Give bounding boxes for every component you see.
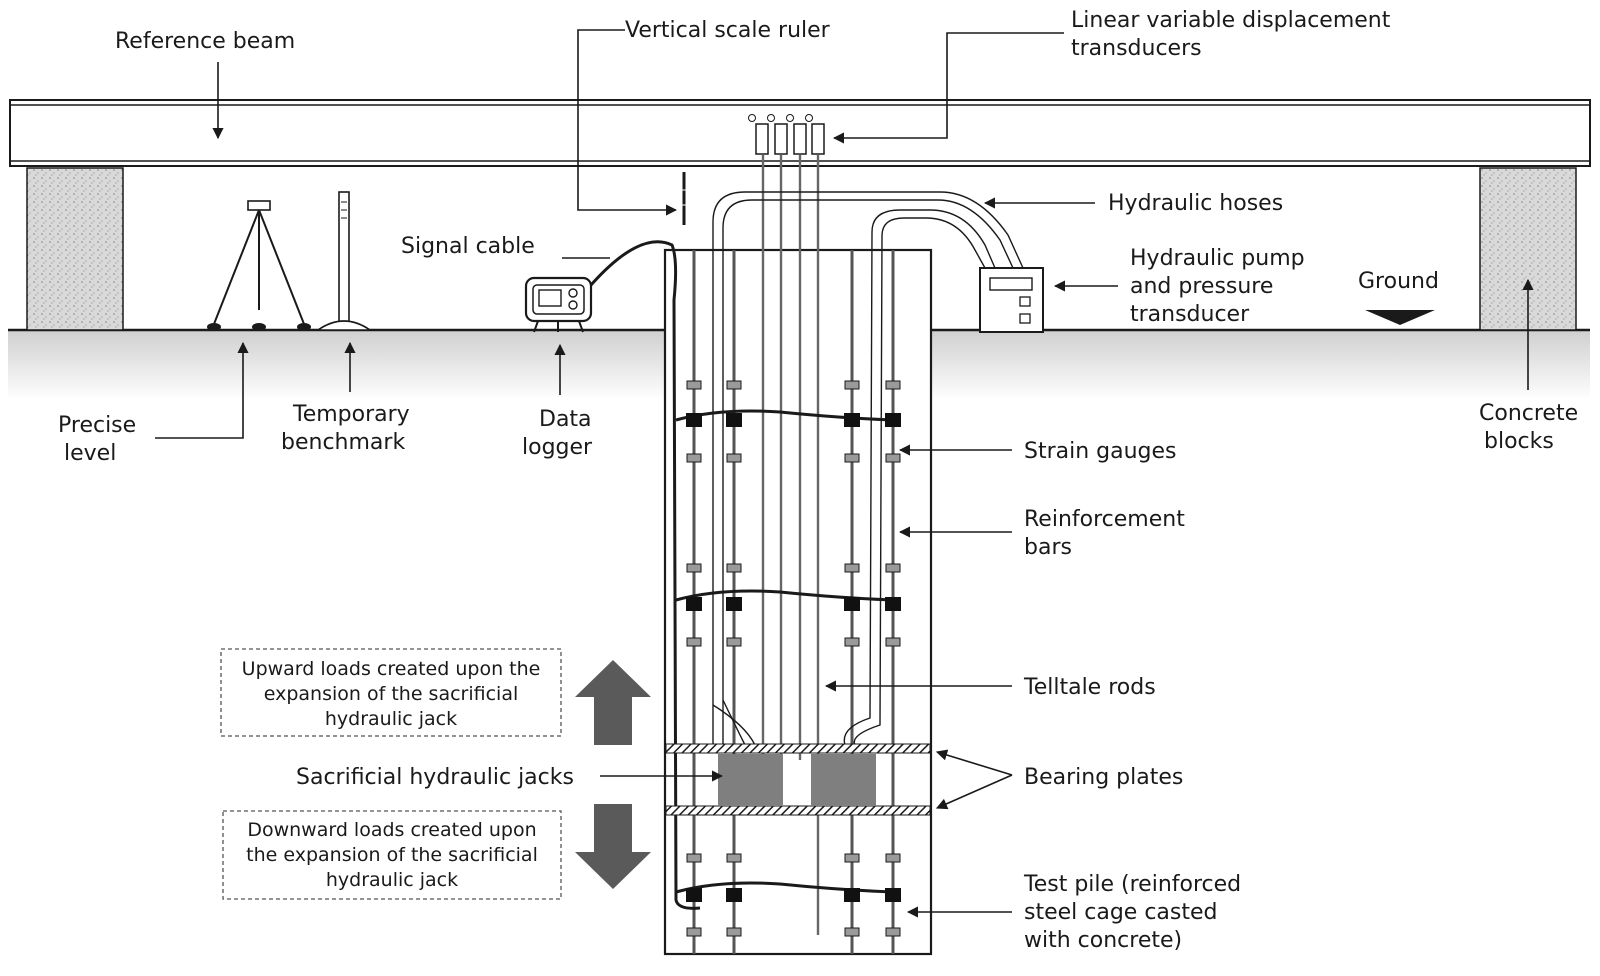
label-precise-level-line1: Precise — [58, 413, 136, 438]
bar-coupler — [686, 637, 702, 647]
bar-coupler — [844, 853, 860, 863]
strain-gauge-icon — [885, 888, 901, 902]
strain-gauges — [686, 380, 901, 937]
bar-coupler — [885, 453, 901, 463]
bearing-plates — [665, 743, 931, 816]
label-test-pile-line3: with concrete) — [1024, 928, 1182, 953]
label-upward-line1: Upward loads created upon the — [242, 658, 541, 680]
hydraulic-hoses — [712, 191, 1024, 746]
downward-load-arrow-icon — [575, 804, 651, 889]
label-upward-line2: expansion of the sacrificial — [264, 683, 519, 705]
label-downward-line3: hydraulic jack — [326, 869, 458, 891]
strain-gauge-icon — [686, 413, 702, 427]
bar-coupler — [844, 637, 860, 647]
bar-coupler — [686, 927, 702, 937]
label-downward-line2: the expansion of the sacrificial — [246, 844, 538, 866]
bar-coupler — [686, 380, 702, 390]
strain-gauge-icon — [726, 597, 742, 611]
strain-gauge-icon — [686, 597, 702, 611]
label-pump-line2: and pressure — [1130, 274, 1273, 299]
lvdt-sensors — [748, 114, 825, 155]
vertical-scale-ruler — [682, 172, 687, 225]
bar-coupler — [885, 563, 901, 573]
bar-coupler — [686, 453, 702, 463]
bar-coupler — [844, 563, 860, 573]
label-reinforcement-bars-line2: bars — [1024, 535, 1072, 560]
label-temp-benchmark-line1: Temporary — [292, 402, 410, 427]
label-concrete-blocks-line1: Concrete — [1479, 401, 1578, 426]
hydraulic-pump-icon — [979, 267, 1044, 333]
label-pump-line1: Hydraulic pump — [1130, 246, 1305, 271]
label-downward-line1: Downward loads created upon — [247, 819, 536, 841]
bar-coupler — [726, 927, 742, 937]
label-data-logger-line1: Data — [539, 407, 592, 432]
label-upward-line3: hydraulic jack — [325, 708, 457, 730]
label-ground: Ground — [1358, 269, 1439, 294]
strain-gauge-icon — [885, 413, 901, 427]
strain-gauge-icon — [686, 888, 702, 902]
label-test-pile-line1: Test pile (reinforced — [1023, 872, 1241, 897]
label-data-logger-line2: logger — [522, 435, 593, 460]
label-strain-gauges: Strain gauges — [1024, 439, 1177, 464]
bar-coupler — [844, 380, 860, 390]
ground-marker-icon — [1365, 310, 1435, 325]
strain-gauge-icon — [844, 597, 860, 611]
upward-load-arrow-icon — [575, 660, 651, 745]
label-bearing-plates: Bearing plates — [1024, 765, 1183, 790]
bar-coupler — [885, 637, 901, 647]
temporary-benchmark-icon — [315, 191, 373, 331]
bar-coupler — [726, 637, 742, 647]
strain-gauge-icon — [726, 888, 742, 902]
label-pump-line3: transducer — [1130, 302, 1250, 327]
strain-gauge-icon — [844, 888, 860, 902]
label-hydraulic-hoses: Hydraulic hoses — [1108, 191, 1283, 216]
bar-coupler — [844, 453, 860, 463]
bar-coupler — [686, 853, 702, 863]
strain-gauge-icon — [885, 597, 901, 611]
bar-coupler — [726, 380, 742, 390]
label-signal-cable: Signal cable — [401, 234, 535, 259]
bar-coupler — [726, 563, 742, 573]
strain-gauge-icon — [844, 413, 860, 427]
bar-coupler — [885, 380, 901, 390]
bar-coupler — [885, 927, 901, 937]
bar-coupler — [686, 563, 702, 573]
telltale-rods — [761, 155, 820, 935]
data-logger-icon — [524, 276, 593, 333]
label-temp-benchmark-line2: benchmark — [281, 430, 405, 455]
label-reinforcement-bars-line1: Reinforcement — [1024, 507, 1185, 532]
label-vertical-scale-ruler: Vertical scale ruler — [625, 18, 831, 43]
label-sacrificial-jacks: Sacrificial hydraulic jacks — [296, 765, 574, 790]
sacrificial-hydraulic-jacks — [718, 754, 876, 806]
label-precise-level-line2: level — [64, 441, 116, 466]
label-lvdt-line1: Linear variable displacement — [1071, 8, 1391, 33]
label-reference-beam: Reference beam — [115, 29, 295, 54]
leader-lines — [155, 29, 1534, 918]
upward-loads-box — [220, 648, 562, 737]
label-telltale-rods: Telltale rods — [1023, 675, 1156, 700]
label-lvdt-line2: transducers — [1071, 36, 1202, 61]
precise-level-icon — [207, 200, 311, 331]
bar-coupler — [885, 853, 901, 863]
bar-coupler — [726, 853, 742, 863]
downward-loads-box — [222, 810, 562, 900]
label-test-pile-line2: steel cage casted — [1024, 900, 1218, 925]
bar-coupler — [726, 453, 742, 463]
signal-cable — [589, 240, 894, 910]
concrete-block-left — [26, 167, 124, 331]
bar-coupler — [844, 927, 860, 937]
label-concrete-blocks-line2: blocks — [1484, 429, 1554, 454]
strain-gauge-icon — [726, 413, 742, 427]
